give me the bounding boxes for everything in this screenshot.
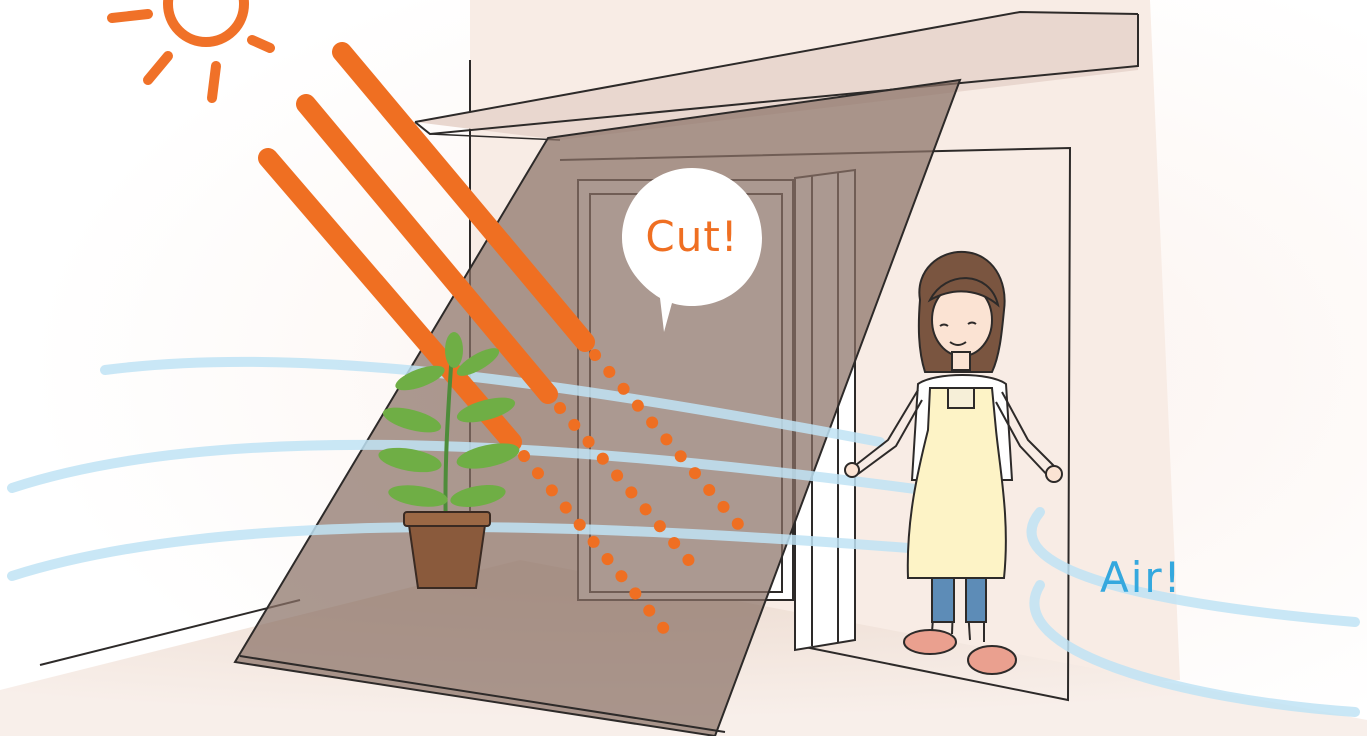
air-label: Air! bbox=[1100, 553, 1183, 602]
cut-label: Cut! bbox=[626, 212, 758, 261]
